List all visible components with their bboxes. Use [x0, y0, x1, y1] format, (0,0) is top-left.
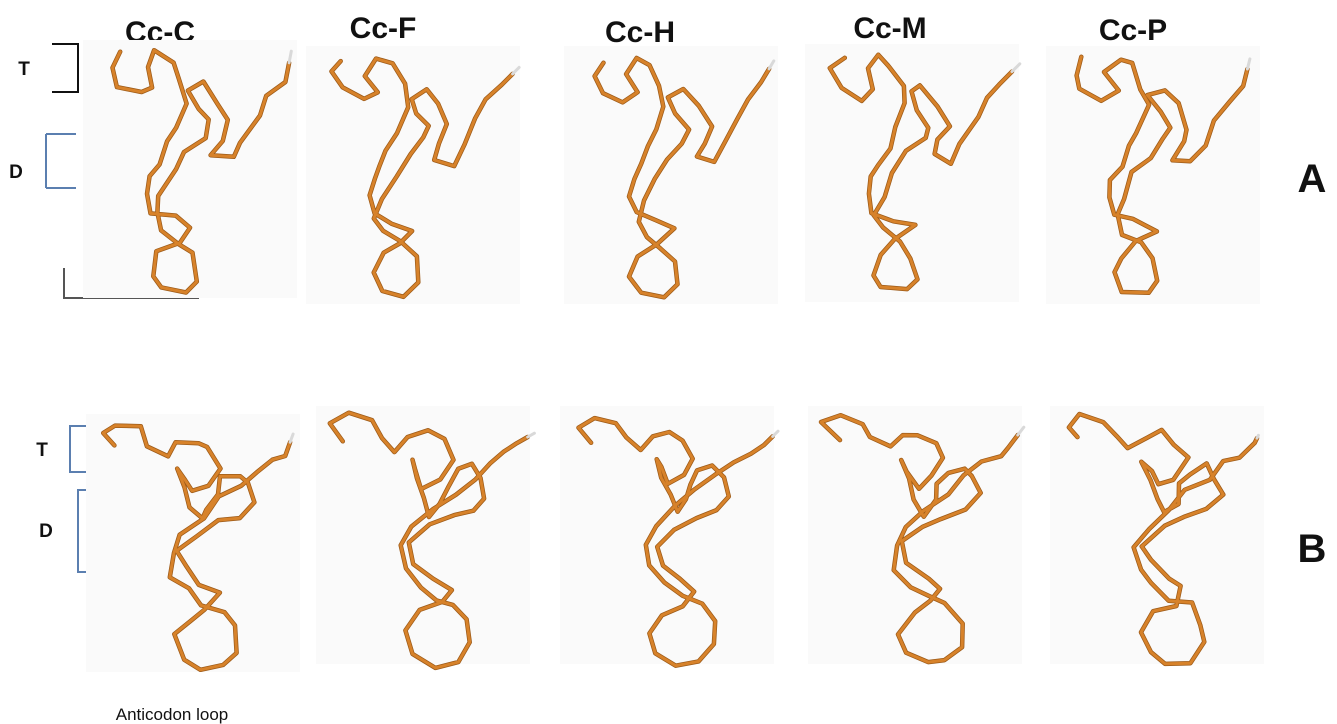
- panel-background: [86, 414, 300, 672]
- d-arm-bracket-a-ends: [46, 134, 76, 188]
- trna-panel-a-cc-h: [564, 46, 778, 304]
- column-title-cc-p: Cc-P: [1099, 14, 1167, 47]
- trna-panel-b-cc-h: [560, 406, 778, 666]
- trna-panel-b-cc-f: [316, 406, 534, 668]
- d-arm-label-b: D: [39, 521, 53, 542]
- trna-panel-b-cc-m: [808, 406, 1024, 664]
- trna-panel-a-cc-f: [306, 46, 520, 304]
- panel-background: [808, 406, 1022, 664]
- t-arm-bracket-a: [52, 44, 78, 92]
- t-arm-label-a: T: [18, 59, 30, 80]
- trna-panel-b-cc-c: [86, 414, 300, 672]
- column-title-cc-f: Cc-F: [350, 12, 417, 45]
- t-arm-label-b: T: [36, 440, 48, 461]
- panel-background: [564, 46, 778, 304]
- trna-panel-a-cc-c: [83, 40, 297, 298]
- row-label-b: B: [1298, 527, 1327, 571]
- column-title-cc-h: Cc-H: [605, 16, 675, 49]
- trna-panel-a-cc-m: [805, 44, 1020, 302]
- trna-panel-a-cc-p: [1046, 46, 1260, 304]
- column-title-cc-m: Cc-M: [853, 12, 926, 45]
- d-arm-label-a: D: [9, 162, 23, 183]
- row-label-a: A: [1298, 157, 1327, 201]
- structure-panels: [83, 40, 1264, 672]
- panel-background: [316, 406, 530, 664]
- anticodon-loop-caption: Anticodon loop: [116, 705, 228, 724]
- trna-panel-b-cc-p: [1050, 406, 1264, 664]
- terminal-end: [1257, 435, 1258, 438]
